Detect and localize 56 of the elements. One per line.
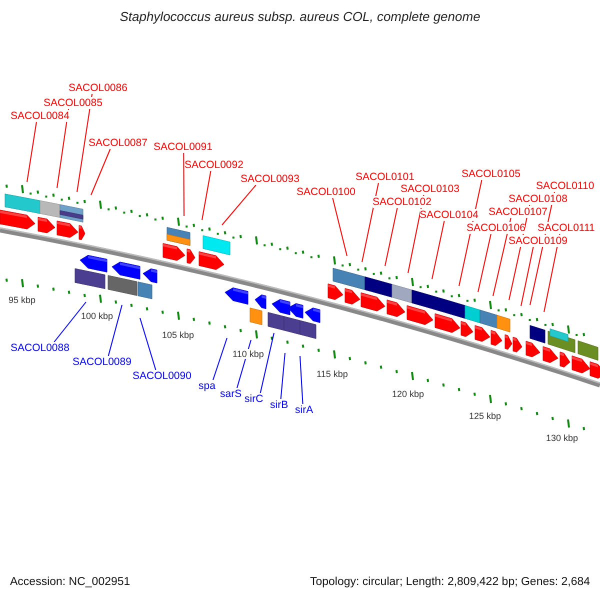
scale-label: 125 kbp [468, 411, 502, 422]
leader-line [183, 152, 184, 216]
gene-label: SACOL0106 [466, 222, 526, 234]
scale-label: 120 kbp [391, 389, 426, 400]
leader-line [280, 352, 286, 400]
gene-label: SACOL0089 [72, 356, 132, 368]
gene-label: SACOL0092 [184, 159, 244, 172]
scale-label: 100 kbp [80, 311, 114, 322]
leader-line [520, 246, 534, 306]
leader-line [212, 338, 228, 380]
scale-label: 130 kbp [545, 433, 580, 444]
gene-label: SACOL0108 [508, 193, 568, 206]
gene-label: SACOL0100 [296, 186, 356, 198]
gene-label: SACOL0087 [88, 137, 148, 150]
gene-label: SACOL0090 [132, 370, 192, 382]
gene-label: SACOL0105 [462, 168, 520, 180]
leader-line [222, 184, 256, 226]
leader-line [478, 234, 492, 292]
gene-label: SACOL0102 [372, 196, 432, 208]
leader-line [26, 122, 37, 182]
leader-line [384, 208, 398, 266]
gene-label: SACOL0103 [400, 183, 460, 196]
gene-label: SACOL0110 [536, 180, 594, 192]
footer-text: Accession: NC_002951 [10, 576, 130, 589]
gene-label: sirC [244, 393, 264, 406]
leader-line [332, 198, 348, 256]
gene-label: SACOL0109 [508, 235, 568, 248]
scale-label: 110 kbp [232, 349, 265, 360]
leader-line [260, 332, 274, 394]
gene-label: SACOL0084 [10, 110, 70, 122]
gene-label: SACOL0091 [154, 141, 212, 154]
gene-label: SACOL0085 [44, 97, 102, 110]
gene-label: SACOL0107 [488, 206, 548, 218]
leader-line [54, 302, 86, 342]
leader-line [108, 304, 122, 356]
leader-line [300, 356, 304, 404]
gene-label: sarS [220, 388, 242, 400]
leader-line [432, 220, 445, 280]
gene-label: SACOL0111 [538, 222, 595, 234]
gene-label: SACOL0104 [420, 209, 478, 222]
scale-label: 95 kbp [8, 295, 37, 306]
gene-label: sirB [270, 399, 288, 412]
gene-label: SACOL0088 [10, 342, 70, 354]
leader-line [90, 148, 111, 196]
scale-label: 105 kbp [161, 330, 196, 340]
gene-label: SACOL0101 [356, 171, 414, 184]
gene-label: SACOL0093 [240, 173, 300, 186]
scale-label: 115 kbp [316, 369, 349, 380]
leader-line [140, 318, 156, 370]
footer-text: Topology: circular; Length: 2,809,422 bp; Genes: 2,684 [310, 576, 590, 589]
title: Staphylococcus aureus subsp. aureus COL, complete genome [118, 10, 482, 25]
gene-label: spa [198, 380, 216, 392]
leader-line [76, 94, 93, 192]
leader-line [202, 170, 212, 220]
gene-label: sirA [295, 404, 314, 416]
gene-label: SACOL0086 [68, 82, 128, 94]
